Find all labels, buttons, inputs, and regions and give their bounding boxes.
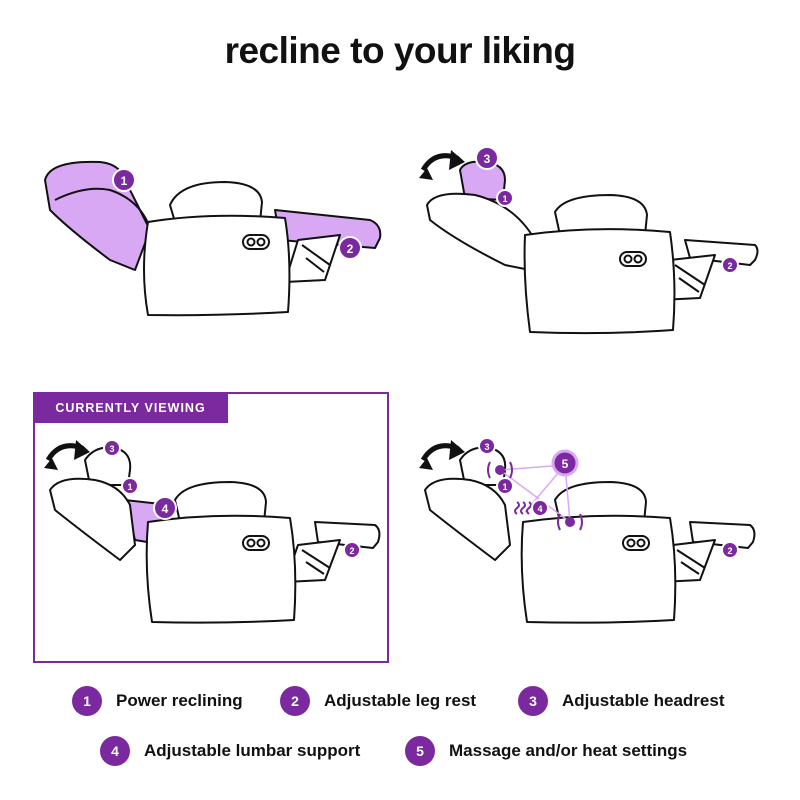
legend-number-badge: 1: [72, 686, 102, 716]
marker-2: [721, 256, 739, 274]
svg-text:1: 1: [502, 482, 507, 492]
svg-text:2: 2: [727, 261, 732, 271]
svg-text:1: 1: [127, 482, 132, 492]
vibration-icon: [557, 513, 583, 531]
legend-label: Adjustable leg rest: [324, 691, 477, 710]
recliner-illustration-4: 3 5 1 4 2: [419, 437, 756, 624]
legend-number-badge: 4: [100, 736, 130, 766]
marker-1: [496, 477, 514, 495]
panel-power-reclining: 1 2: [40, 140, 390, 330]
page-title: recline to your liking: [224, 30, 576, 71]
marker-1: [121, 477, 139, 495]
marker-3: [103, 439, 121, 457]
panel-massage-heat: 3 5 1 4 2: [415, 430, 765, 630]
svg-text:2: 2: [347, 242, 354, 256]
marker-4: [153, 496, 177, 520]
legend-label: Power reclining: [116, 691, 243, 710]
marker-1: [112, 168, 136, 192]
vibration-icon: [487, 461, 513, 479]
svg-text:4: 4: [162, 502, 169, 516]
legend-item-power-reclining: 1 Power reclining: [72, 685, 243, 717]
svg-text:3: 3: [109, 444, 114, 454]
legend-item-headrest: 3 Adjustable headrest: [518, 685, 725, 717]
marker-5: [551, 449, 579, 477]
currently-viewing-tab: CURRENTLY VIEWING: [33, 392, 228, 423]
marker-3: [475, 146, 499, 170]
svg-text:4: 4: [537, 504, 542, 514]
heat-waves-icon: [514, 501, 532, 515]
marker-2: [338, 236, 362, 260]
svg-text:3: 3: [484, 442, 489, 452]
legend-label: Adjustable headrest: [562, 691, 725, 710]
panel-adjustable-headrest: 3 1 2: [415, 140, 765, 350]
marker-4: [531, 499, 549, 517]
marker-3: [478, 437, 496, 455]
svg-text:2: 2: [349, 546, 354, 556]
recliner-illustration-1: 1 2: [44, 160, 382, 317]
marker-2: [343, 541, 361, 559]
legend-number-badge: 2: [280, 686, 310, 716]
legend-label: Massage and/or heat settings: [449, 741, 688, 760]
legend-number-badge: 5: [405, 736, 435, 766]
svg-text:2: 2: [727, 546, 732, 556]
svg-text:1: 1: [121, 174, 128, 188]
legend-number-badge: 3: [518, 686, 548, 716]
svg-text:1: 1: [502, 194, 507, 204]
svg-text:3: 3: [484, 152, 491, 166]
svg-text:5: 5: [562, 457, 569, 471]
recliner-illustration-3: 3 1 4 2: [44, 439, 381, 624]
legend-item-leg-rest: 2 Adjustable leg rest: [280, 685, 476, 717]
legend-item-lumbar-support: 4 Adjustable lumbar support: [100, 735, 360, 767]
panel-lumbar-support: 3 1 4 2: [40, 430, 385, 630]
legend-item-massage-heat: 5 Massage and/or heat settings: [405, 735, 687, 767]
marker-1: [496, 189, 514, 207]
recliner-illustration-2: 3 1 2: [419, 146, 759, 335]
legend-label: Adjustable lumbar support: [144, 741, 361, 760]
marker-2: [721, 541, 739, 559]
